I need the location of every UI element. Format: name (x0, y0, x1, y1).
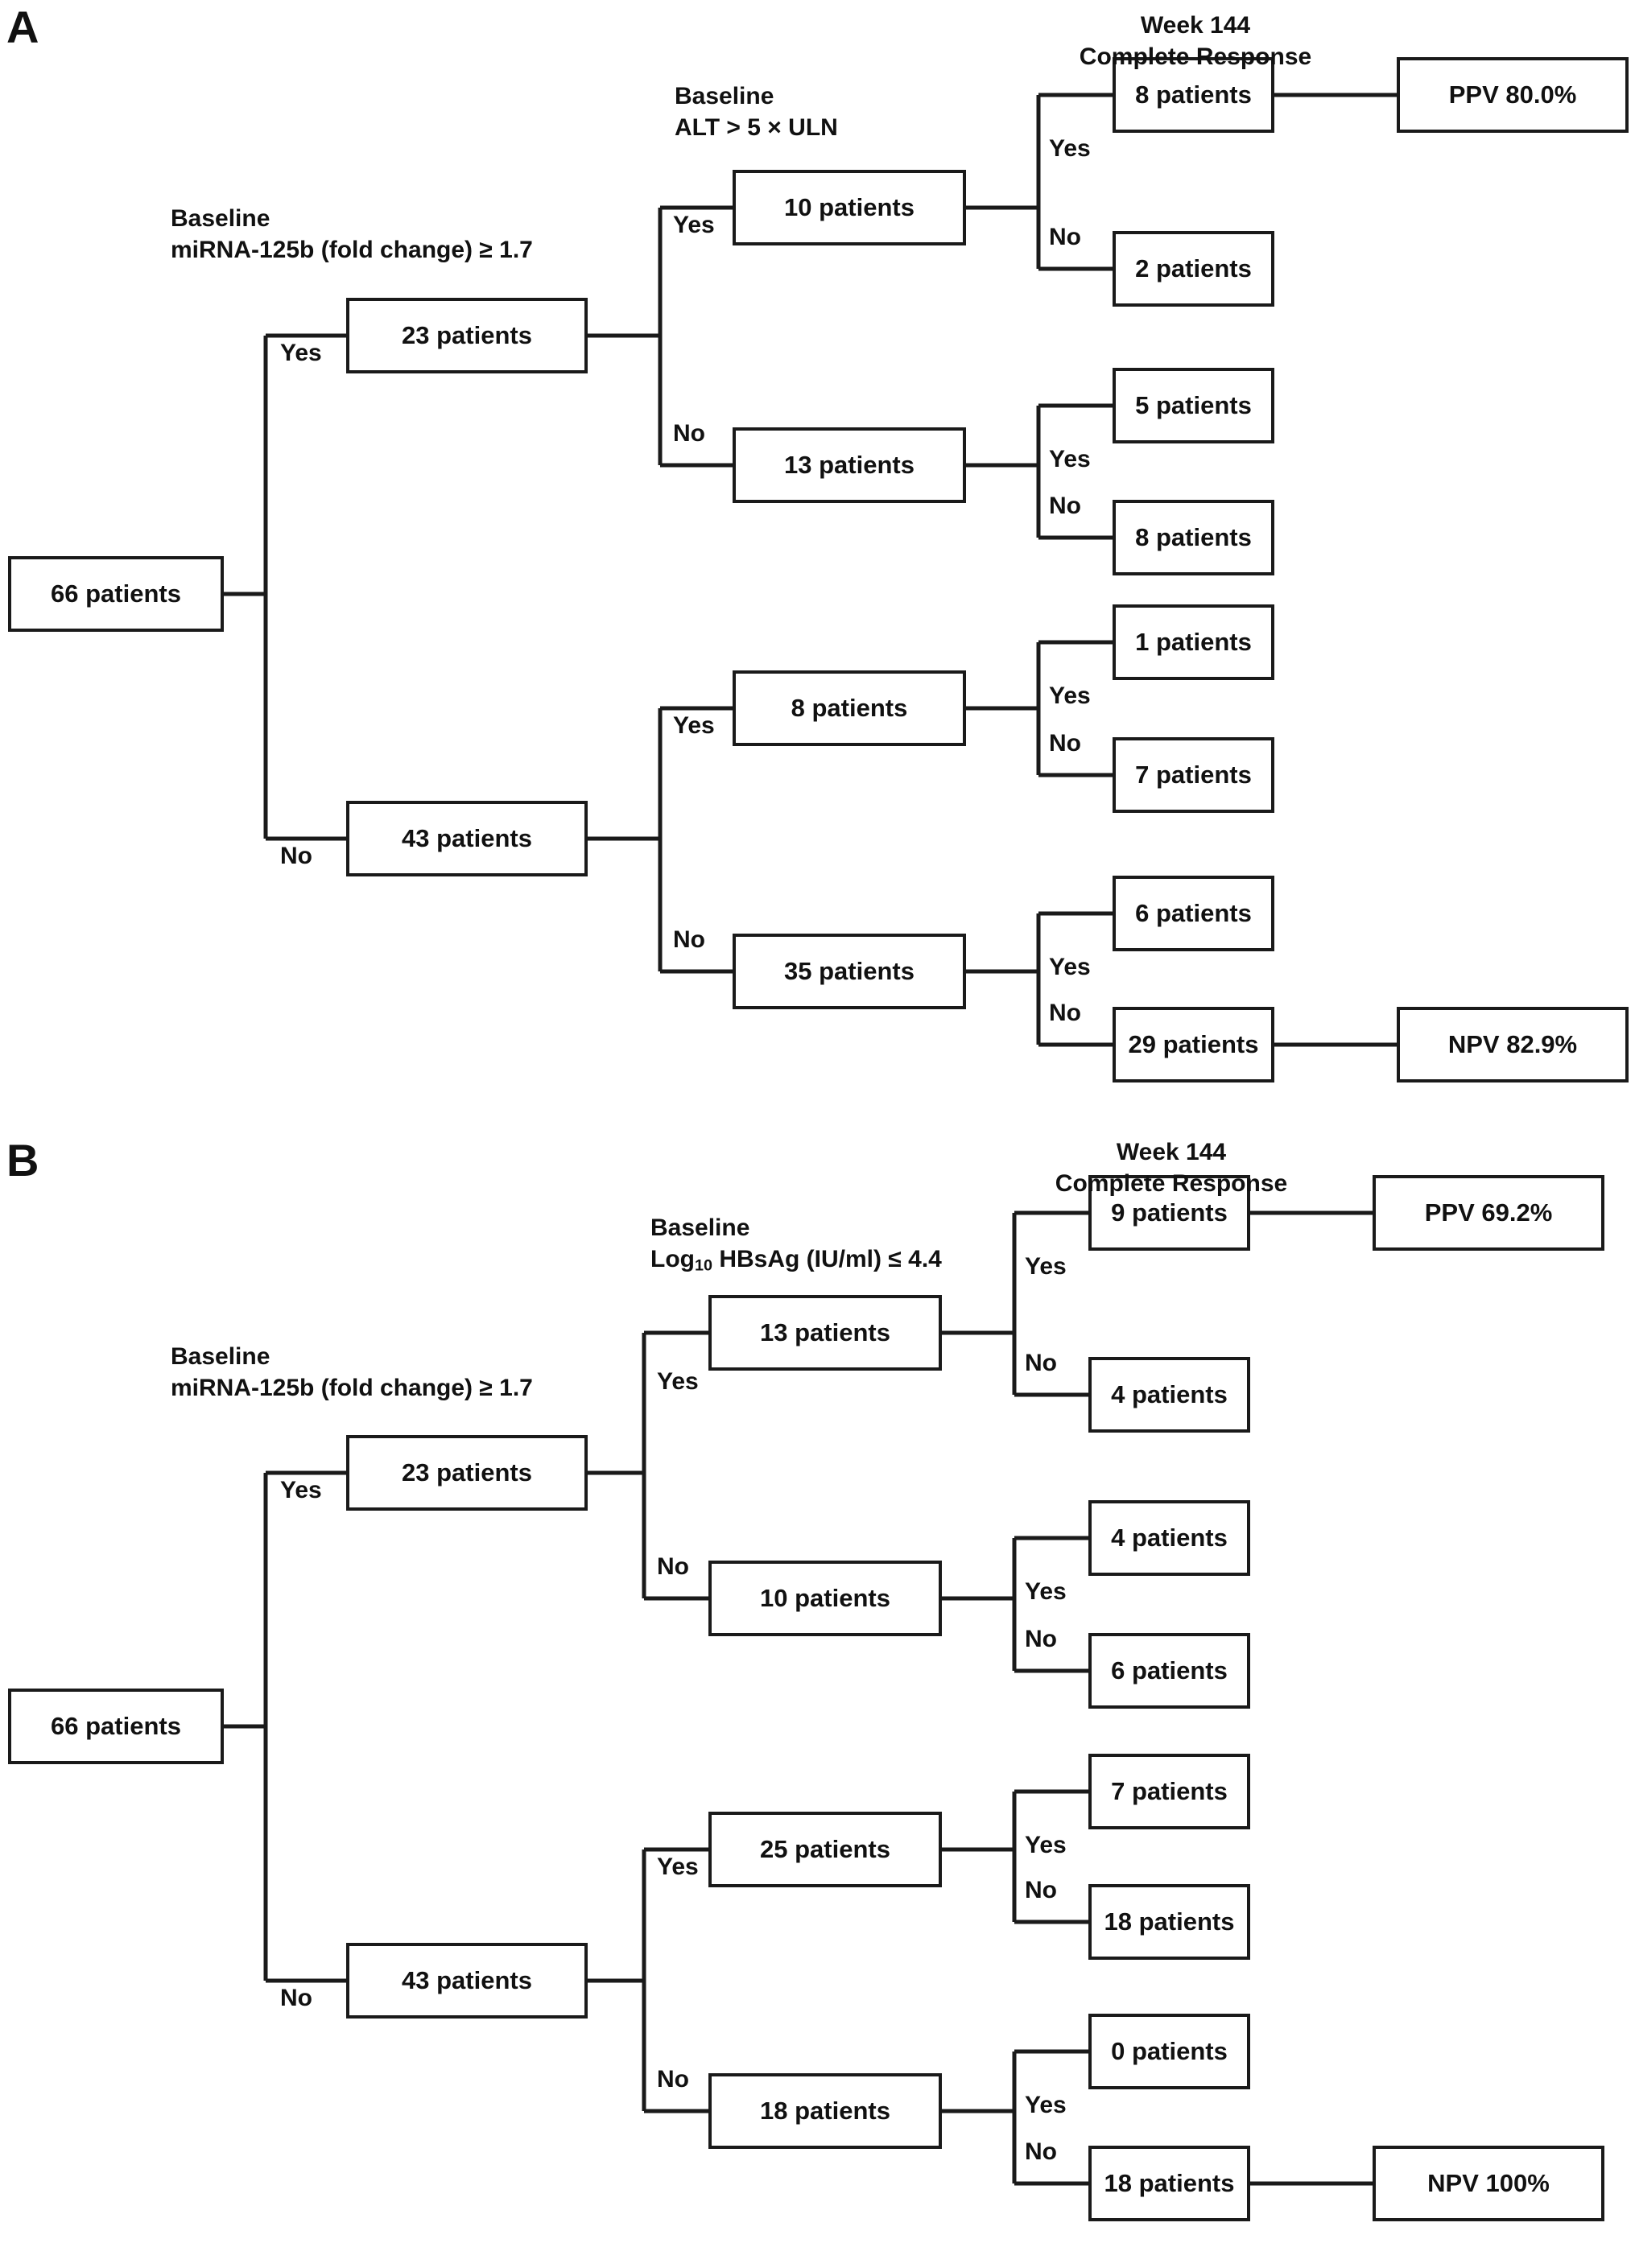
panel-b-split2-node-2[interactable]: 10 patients (708, 1561, 942, 1636)
panel-b-leaf-8[interactable]: 18 patients (1088, 2146, 1250, 2221)
panel-b-split2-no-label-1: No (657, 1553, 689, 1580)
panel-b-leaf-3[interactable]: 4 patients (1088, 1500, 1250, 1576)
panel-a-split2-header: Baseline ALT > 5 × ULN (675, 80, 838, 143)
panel-b: B (0, 1133, 1635, 2268)
panel-b-outcome-no-label-4: No (1025, 2138, 1057, 2165)
panel-b-connectors (224, 1210, 1373, 2186)
panel-a-leaf-3[interactable]: 5 patients (1113, 368, 1274, 443)
panel-b-outcome-no-label-1: No (1025, 1350, 1057, 1376)
panel-a-outcome-header-line1: Week 144 (1140, 12, 1251, 39)
panel-b-split1-no-node[interactable]: 43 patients (346, 1943, 588, 2019)
panel-b-ppv-box[interactable]: PPV 69.2% (1373, 1175, 1604, 1251)
panel-b-split2-yes-label-2: Yes (657, 1854, 699, 1880)
panel-a-split2-no-label-1: No (673, 420, 705, 447)
panel-a-outcome-header: Week 144 Complete Response (1055, 10, 1336, 72)
panel-b-split1-yes-label: Yes (280, 1477, 322, 1503)
panel-a-split1-no-label: No (280, 843, 312, 869)
panel-b-split1-header-line1: Baseline (171, 1343, 270, 1370)
panel-a-leaf-7[interactable]: 6 patients (1113, 876, 1274, 951)
panel-a-split1-yes-label: Yes (280, 340, 322, 366)
panel-a-outcome-no-label-2: No (1049, 493, 1081, 519)
panel-a-leaf-6[interactable]: 7 patients (1113, 737, 1274, 813)
panel-b-leaf-6[interactable]: 18 patients (1088, 1884, 1250, 1960)
panel-a-split2-yes-label-2: Yes (673, 712, 715, 739)
panel-b-root-node[interactable]: 66 patients (8, 1689, 224, 1764)
panel-b-outcome-yes-label-1: Yes (1025, 1253, 1067, 1280)
panel-a-outcome-no-label-3: No (1049, 730, 1081, 757)
panel-b-letter: B (6, 1135, 39, 1186)
panel-a-split2-node-3[interactable]: 8 patients (733, 670, 966, 746)
panel-a-split2-node-4[interactable]: 35 patients (733, 934, 966, 1009)
panel-a-split1-header: Baseline miRNA-125b (fold change) ≥ 1.7 (171, 203, 533, 266)
panel-a-ppv-box[interactable]: PPV 80.0% (1397, 57, 1629, 133)
panel-a-outcome-yes-label-3: Yes (1049, 682, 1091, 709)
panel-a-split2-yes-label-1: Yes (673, 212, 715, 238)
panel-a-outcome-yes-label-2: Yes (1049, 446, 1091, 472)
panel-a-outcome-yes-label-1: Yes (1049, 135, 1091, 162)
panel-a-split1-header-line1: Baseline (171, 205, 270, 232)
panel-b-split2-header-rest: HBsAg (IU/ml) ≤ 4.4 (712, 1246, 942, 1272)
panel-b-leaf-5[interactable]: 7 patients (1088, 1754, 1250, 1829)
panel-a-npv-box[interactable]: NPV 82.9% (1397, 1007, 1629, 1082)
panel-b-split1-header: Baseline miRNA-125b (fold change) ≥ 1.7 (171, 1341, 533, 1404)
panel-b-split2-node-4[interactable]: 18 patients (708, 2073, 942, 2149)
panel-a: A (0, 0, 1635, 1127)
panel-b-split2-header-log: Log (650, 1246, 695, 1272)
panel-a-split1-yes-node[interactable]: 23 patients (346, 298, 588, 373)
panel-b-split1-no-label: No (280, 1985, 312, 2011)
panel-b-outcome-no-label-3: No (1025, 1877, 1057, 1903)
panel-b-split2-header: Baseline Log10 HBsAg (IU/ml) ≤ 4.4 (650, 1212, 942, 1276)
panel-b-split2-header-subscript: 10 (694, 1256, 712, 1275)
panel-a-split2-header-line1: Baseline (675, 83, 774, 109)
panel-b-split1-header-line2: miRNA-125b (fold change) ≥ 1.7 (171, 1375, 533, 1401)
panel-b-leaf-1[interactable]: 9 patients (1088, 1175, 1250, 1251)
panel-a-outcome-header-line2: Complete Response (1079, 43, 1312, 70)
panel-a-outcome-no-label-4: No (1049, 1000, 1081, 1026)
panel-b-split1-yes-node[interactable]: 23 patients (346, 1435, 588, 1511)
panel-a-split2-no-label-2: No (673, 926, 705, 953)
panel-a-split2-node-1[interactable]: 10 patients (733, 170, 966, 245)
panel-b-outcome-no-label-2: No (1025, 1626, 1057, 1652)
panel-a-split1-no-node[interactable]: 43 patients (346, 801, 588, 876)
panel-b-outcome-yes-label-4: Yes (1025, 2092, 1067, 2118)
panel-b-split2-yes-label-1: Yes (657, 1368, 699, 1395)
panel-b-split2-header-line2: Log10 HBsAg (IU/ml) ≤ 4.4 (650, 1243, 942, 1276)
panel-b-npv-box[interactable]: NPV 100% (1373, 2146, 1604, 2221)
panel-a-root-node[interactable]: 66 patients (8, 556, 224, 632)
panel-a-leaf-5[interactable]: 1 patients (1113, 604, 1274, 680)
panel-a-split2-node-2[interactable]: 13 patients (733, 427, 966, 503)
panel-a-split1-header-line2: miRNA-125b (fold change) ≥ 1.7 (171, 237, 533, 263)
panel-b-outcome-yes-label-3: Yes (1025, 1832, 1067, 1858)
panel-b-split2-header-line1: Baseline (650, 1214, 750, 1241)
panel-b-split2-node-3[interactable]: 25 patients (708, 1812, 942, 1887)
panel-b-leaf-7[interactable]: 0 patients (1088, 2014, 1250, 2089)
panel-b-outcome-header-line1: Week 144 (1116, 1139, 1227, 1165)
panel-b-split2-no-label-2: No (657, 2066, 689, 2093)
panel-b-leaf-2[interactable]: 4 patients (1088, 1357, 1250, 1433)
panel-a-leaf-4[interactable]: 8 patients (1113, 500, 1274, 575)
panel-b-outcome-yes-label-2: Yes (1025, 1578, 1067, 1605)
panel-a-connectors (224, 93, 1397, 1047)
panel-b-outcome-header-line2: Complete Response (1055, 1170, 1288, 1197)
panel-a-leaf-1[interactable]: 8 patients (1113, 57, 1274, 133)
panel-a-split2-header-line2: ALT > 5 × ULN (675, 114, 838, 141)
panel-a-outcome-no-label-1: No (1049, 224, 1081, 250)
panel-b-split2-node-1[interactable]: 13 patients (708, 1295, 942, 1371)
panel-b-leaf-4[interactable]: 6 patients (1088, 1633, 1250, 1709)
panel-a-outcome-yes-label-4: Yes (1049, 954, 1091, 980)
panel-a-leaf-2[interactable]: 2 patients (1113, 231, 1274, 307)
panel-a-leaf-8[interactable]: 29 patients (1113, 1007, 1274, 1082)
panel-a-letter: A (6, 2, 39, 52)
panel-b-outcome-header: Week 144 Complete Response (1030, 1136, 1312, 1199)
